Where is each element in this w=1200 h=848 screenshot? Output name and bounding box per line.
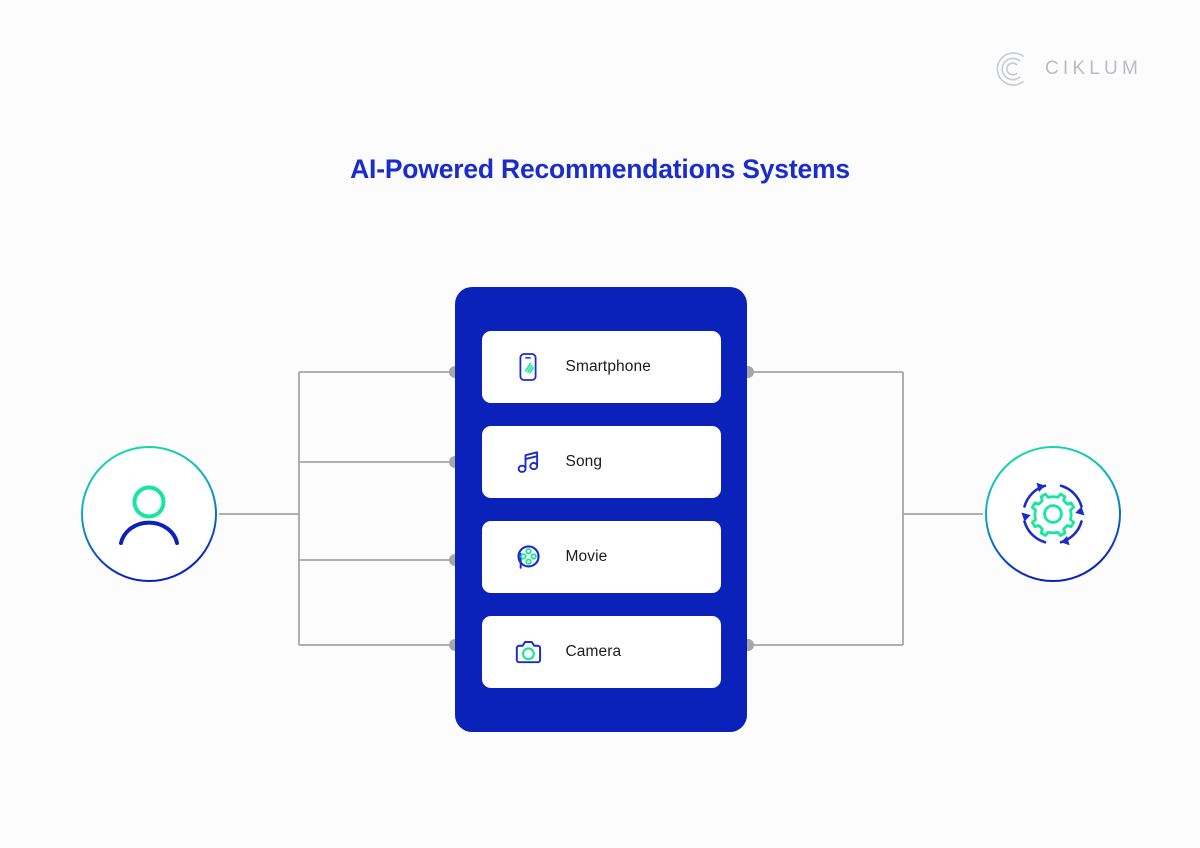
list-item-label: Movie — [565, 548, 608, 565]
brand-logo: CIKLUM — [993, 50, 1142, 88]
list-item-movie[interactable]: Movie — [481, 521, 721, 593]
ciklum-concentric-c-icon — [993, 50, 1031, 88]
list-item-label: Smartphone — [565, 358, 651, 375]
recommendation-engine-node[interactable] — [984, 445, 1122, 583]
list-item-camera[interactable]: Camera — [481, 616, 721, 688]
list-item-smartphone[interactable]: Smartphone — [481, 331, 721, 403]
film-reel-icon — [509, 538, 547, 576]
brand-name: CIKLUM — [1045, 58, 1142, 79]
page-title: AI-Powered Recommendations Systems — [350, 154, 850, 184]
list-item-song[interactable]: Song — [481, 426, 721, 498]
list-item-label: Camera — [565, 643, 622, 660]
camera-icon — [509, 633, 547, 671]
recommendation-items-panel: Smartphone Song — [455, 287, 747, 732]
music-note-icon — [509, 443, 547, 481]
list-item-label: Song — [565, 453, 603, 470]
user-node[interactable] — [80, 445, 218, 583]
smartphone-icon — [509, 348, 547, 386]
